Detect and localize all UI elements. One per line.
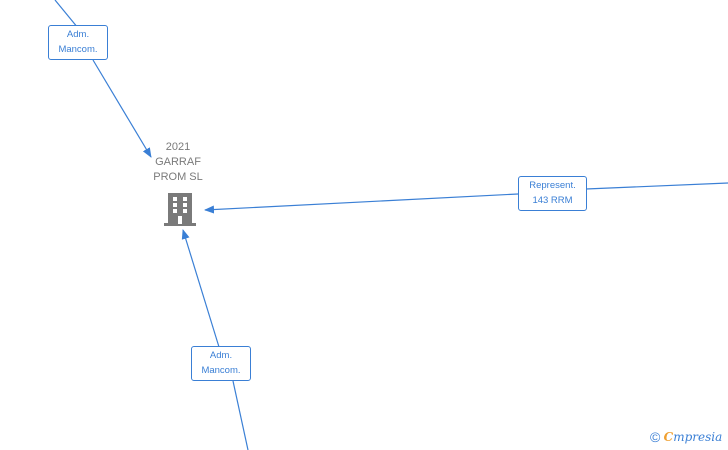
brand-initial: C <box>663 430 674 444</box>
building-icon[interactable] <box>164 191 196 227</box>
relation-label-line: Represent. <box>529 180 576 191</box>
company-name-line: PROM SL <box>153 171 203 183</box>
relation-box-top[interactable]: Adm. Mancom. <box>48 25 108 60</box>
edge-top-to-company <box>54 0 79 29</box>
company-name-line: 2021 <box>165 141 191 153</box>
edge-right-arrow-segment <box>204 193 519 214</box>
edge-top-arrow-segment <box>92 59 152 158</box>
edge-bottom-arrow-segment <box>181 229 220 348</box>
relation-label-line: Adm. <box>66 29 90 40</box>
relation-label-line: 143 RRM <box>532 195 573 206</box>
relation-label-line: Mancom. <box>201 365 241 376</box>
relation-box-right[interactable]: Represent. 143 RRM <box>518 176 587 211</box>
edge-bottom-to-company <box>232 380 249 450</box>
relation-label-line: Mancom. <box>58 44 98 55</box>
copyright-icon: © <box>650 429 661 445</box>
edge-right-to-company <box>585 182 728 190</box>
relation-box-bottom[interactable]: Adm. Mancom. <box>191 346 251 381</box>
company-name-line: GARRAF <box>155 156 201 168</box>
relation-label-line: Adm. <box>209 350 233 361</box>
brand-logo: Cmpresia <box>664 430 723 444</box>
brand-watermark: © Cmpresia <box>650 429 722 445</box>
company-name[interactable]: 2021 GARRAF PROM SL <box>138 140 218 185</box>
brand-name-rest: mpresia <box>673 430 723 444</box>
